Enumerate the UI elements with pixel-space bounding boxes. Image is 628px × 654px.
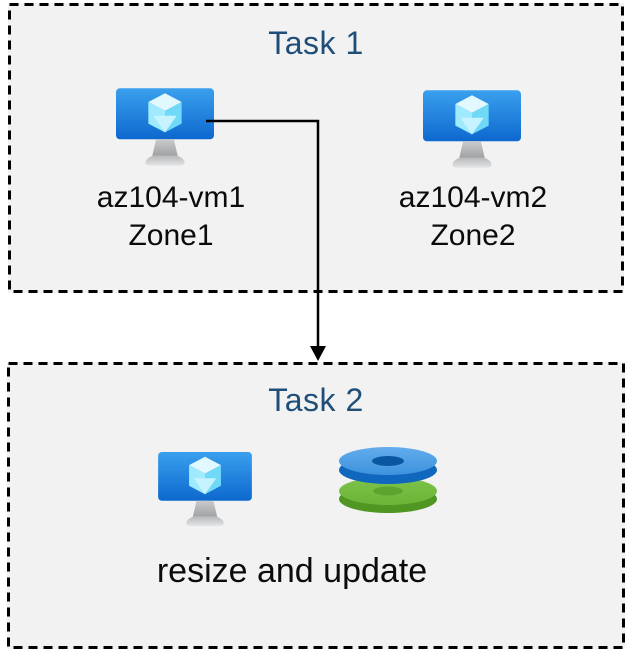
vm1-virtual-machine-icon bbox=[116, 88, 214, 166]
task2-virtual-machine-icon bbox=[158, 452, 252, 527]
task2-box: Task 2 resize and update bbox=[7, 362, 625, 649]
vm1-name: az104-vm1 bbox=[96, 181, 246, 214]
task2-caption: resize and update bbox=[156, 552, 428, 590]
task2-managed-disks-icon bbox=[339, 447, 437, 513]
task2-dashed-border bbox=[7, 362, 625, 649]
vm1-zone: Zone1 bbox=[128, 219, 214, 252]
task1-box: Task 1 az104-vm1 Zone1 az104-vm2 Zone2 bbox=[8, 3, 624, 293]
vm2-virtual-machine-icon bbox=[423, 90, 521, 168]
vm1-label: az104-vm1 Zone1 bbox=[61, 179, 281, 255]
task2-title: Task 2 bbox=[268, 382, 364, 418]
vm2-label: az104-vm2 Zone2 bbox=[363, 179, 583, 255]
task1-title: Task 1 bbox=[268, 25, 364, 61]
vm2-zone: Zone2 bbox=[430, 219, 516, 252]
vm2-name: az104-vm2 bbox=[398, 181, 548, 214]
